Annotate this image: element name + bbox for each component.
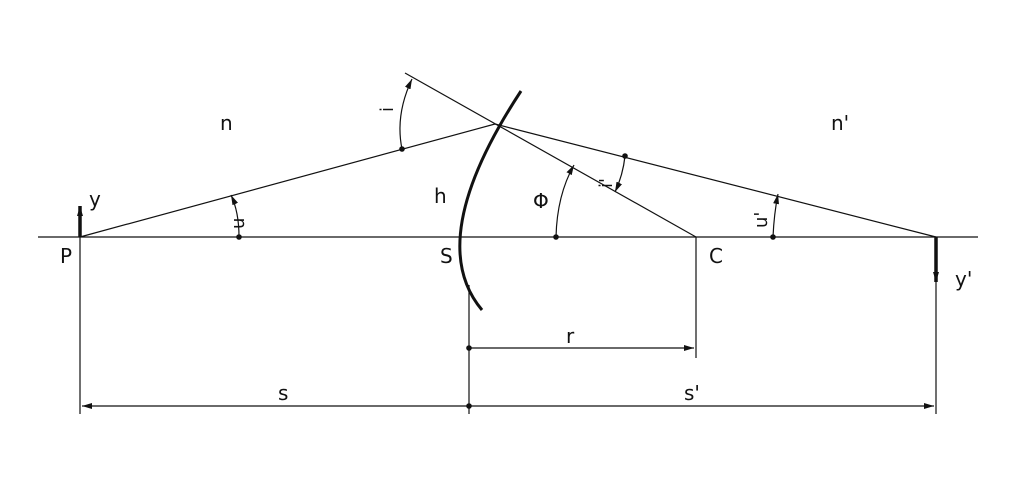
angle-arc-u-prime xyxy=(772,193,779,238)
label-P: P xyxy=(60,244,72,268)
label-S: S xyxy=(440,244,453,268)
label-i-prime: i' xyxy=(596,178,617,188)
dot-s-origin xyxy=(466,403,472,409)
dot-phi xyxy=(553,234,559,240)
dot-r-start xyxy=(466,345,472,351)
label-n-prime: n' xyxy=(831,111,849,135)
normal-line xyxy=(404,72,697,238)
label-y-prime: y' xyxy=(955,267,972,291)
label-h: h xyxy=(434,184,447,208)
angle-arc-i xyxy=(399,78,413,150)
dot-i xyxy=(399,146,405,152)
refracted-ray xyxy=(494,123,937,238)
label-i: i xyxy=(377,107,398,112)
angle-arc-phi xyxy=(555,164,575,238)
label-y: y xyxy=(89,187,101,211)
label-r: r xyxy=(566,324,575,348)
label-n: n xyxy=(220,111,233,135)
dot-u xyxy=(236,234,242,240)
refracting-surface xyxy=(458,90,523,311)
angle-arc-i-prime xyxy=(614,155,626,193)
angle-arc-u xyxy=(230,194,240,238)
dot-i-prime xyxy=(622,153,628,159)
incident-ray xyxy=(79,123,496,238)
dot-u-prime xyxy=(770,234,776,240)
label-u: u xyxy=(228,218,249,229)
label-phi: Φ xyxy=(533,189,549,213)
label-s-prime: s' xyxy=(684,381,700,405)
label-s: s xyxy=(278,381,288,405)
label-C: C xyxy=(709,244,723,268)
label-u-prime: u' xyxy=(751,212,772,228)
